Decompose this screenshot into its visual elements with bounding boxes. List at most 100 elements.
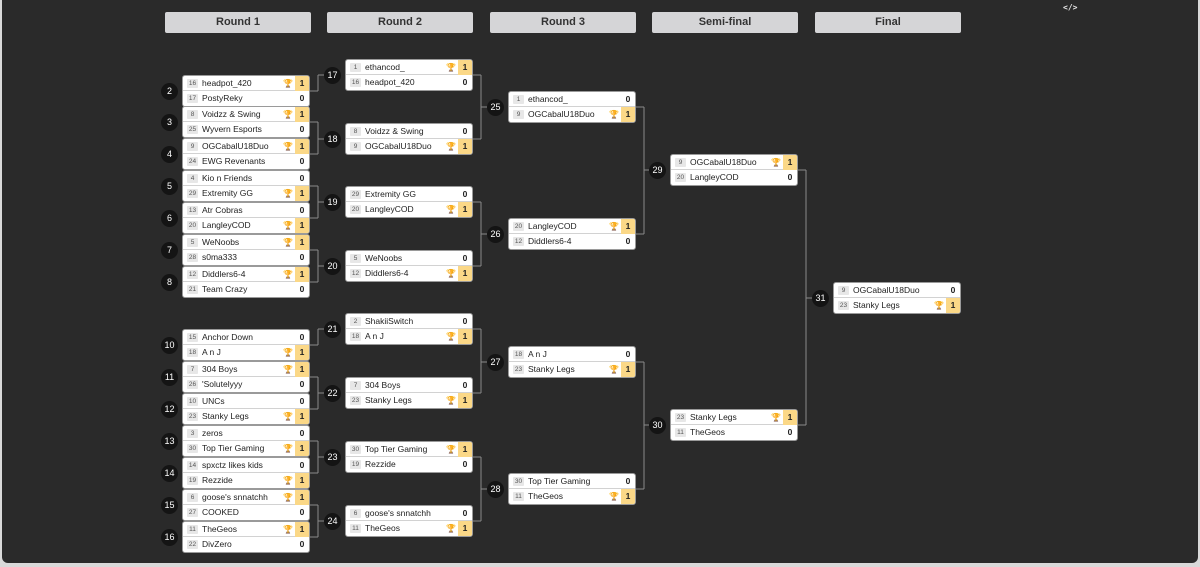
trophy-icon: 🏆 bbox=[771, 413, 781, 422]
trophy-icon: 🏆 bbox=[283, 412, 293, 421]
score: 1 bbox=[783, 155, 797, 170]
trophy-icon: 🏆 bbox=[446, 269, 456, 278]
team-name: Stanky Legs bbox=[202, 411, 249, 421]
match-number: 17 bbox=[324, 67, 341, 84]
match-number: 13 bbox=[161, 433, 178, 450]
team-name: 304 Boys bbox=[202, 364, 238, 374]
embed-code-icon[interactable]: </> bbox=[1063, 3, 1078, 12]
match-number: 11 bbox=[161, 369, 178, 386]
score: 1 bbox=[295, 218, 309, 233]
seed-badge: 20 bbox=[350, 205, 361, 214]
match-number: 24 bbox=[324, 513, 341, 530]
